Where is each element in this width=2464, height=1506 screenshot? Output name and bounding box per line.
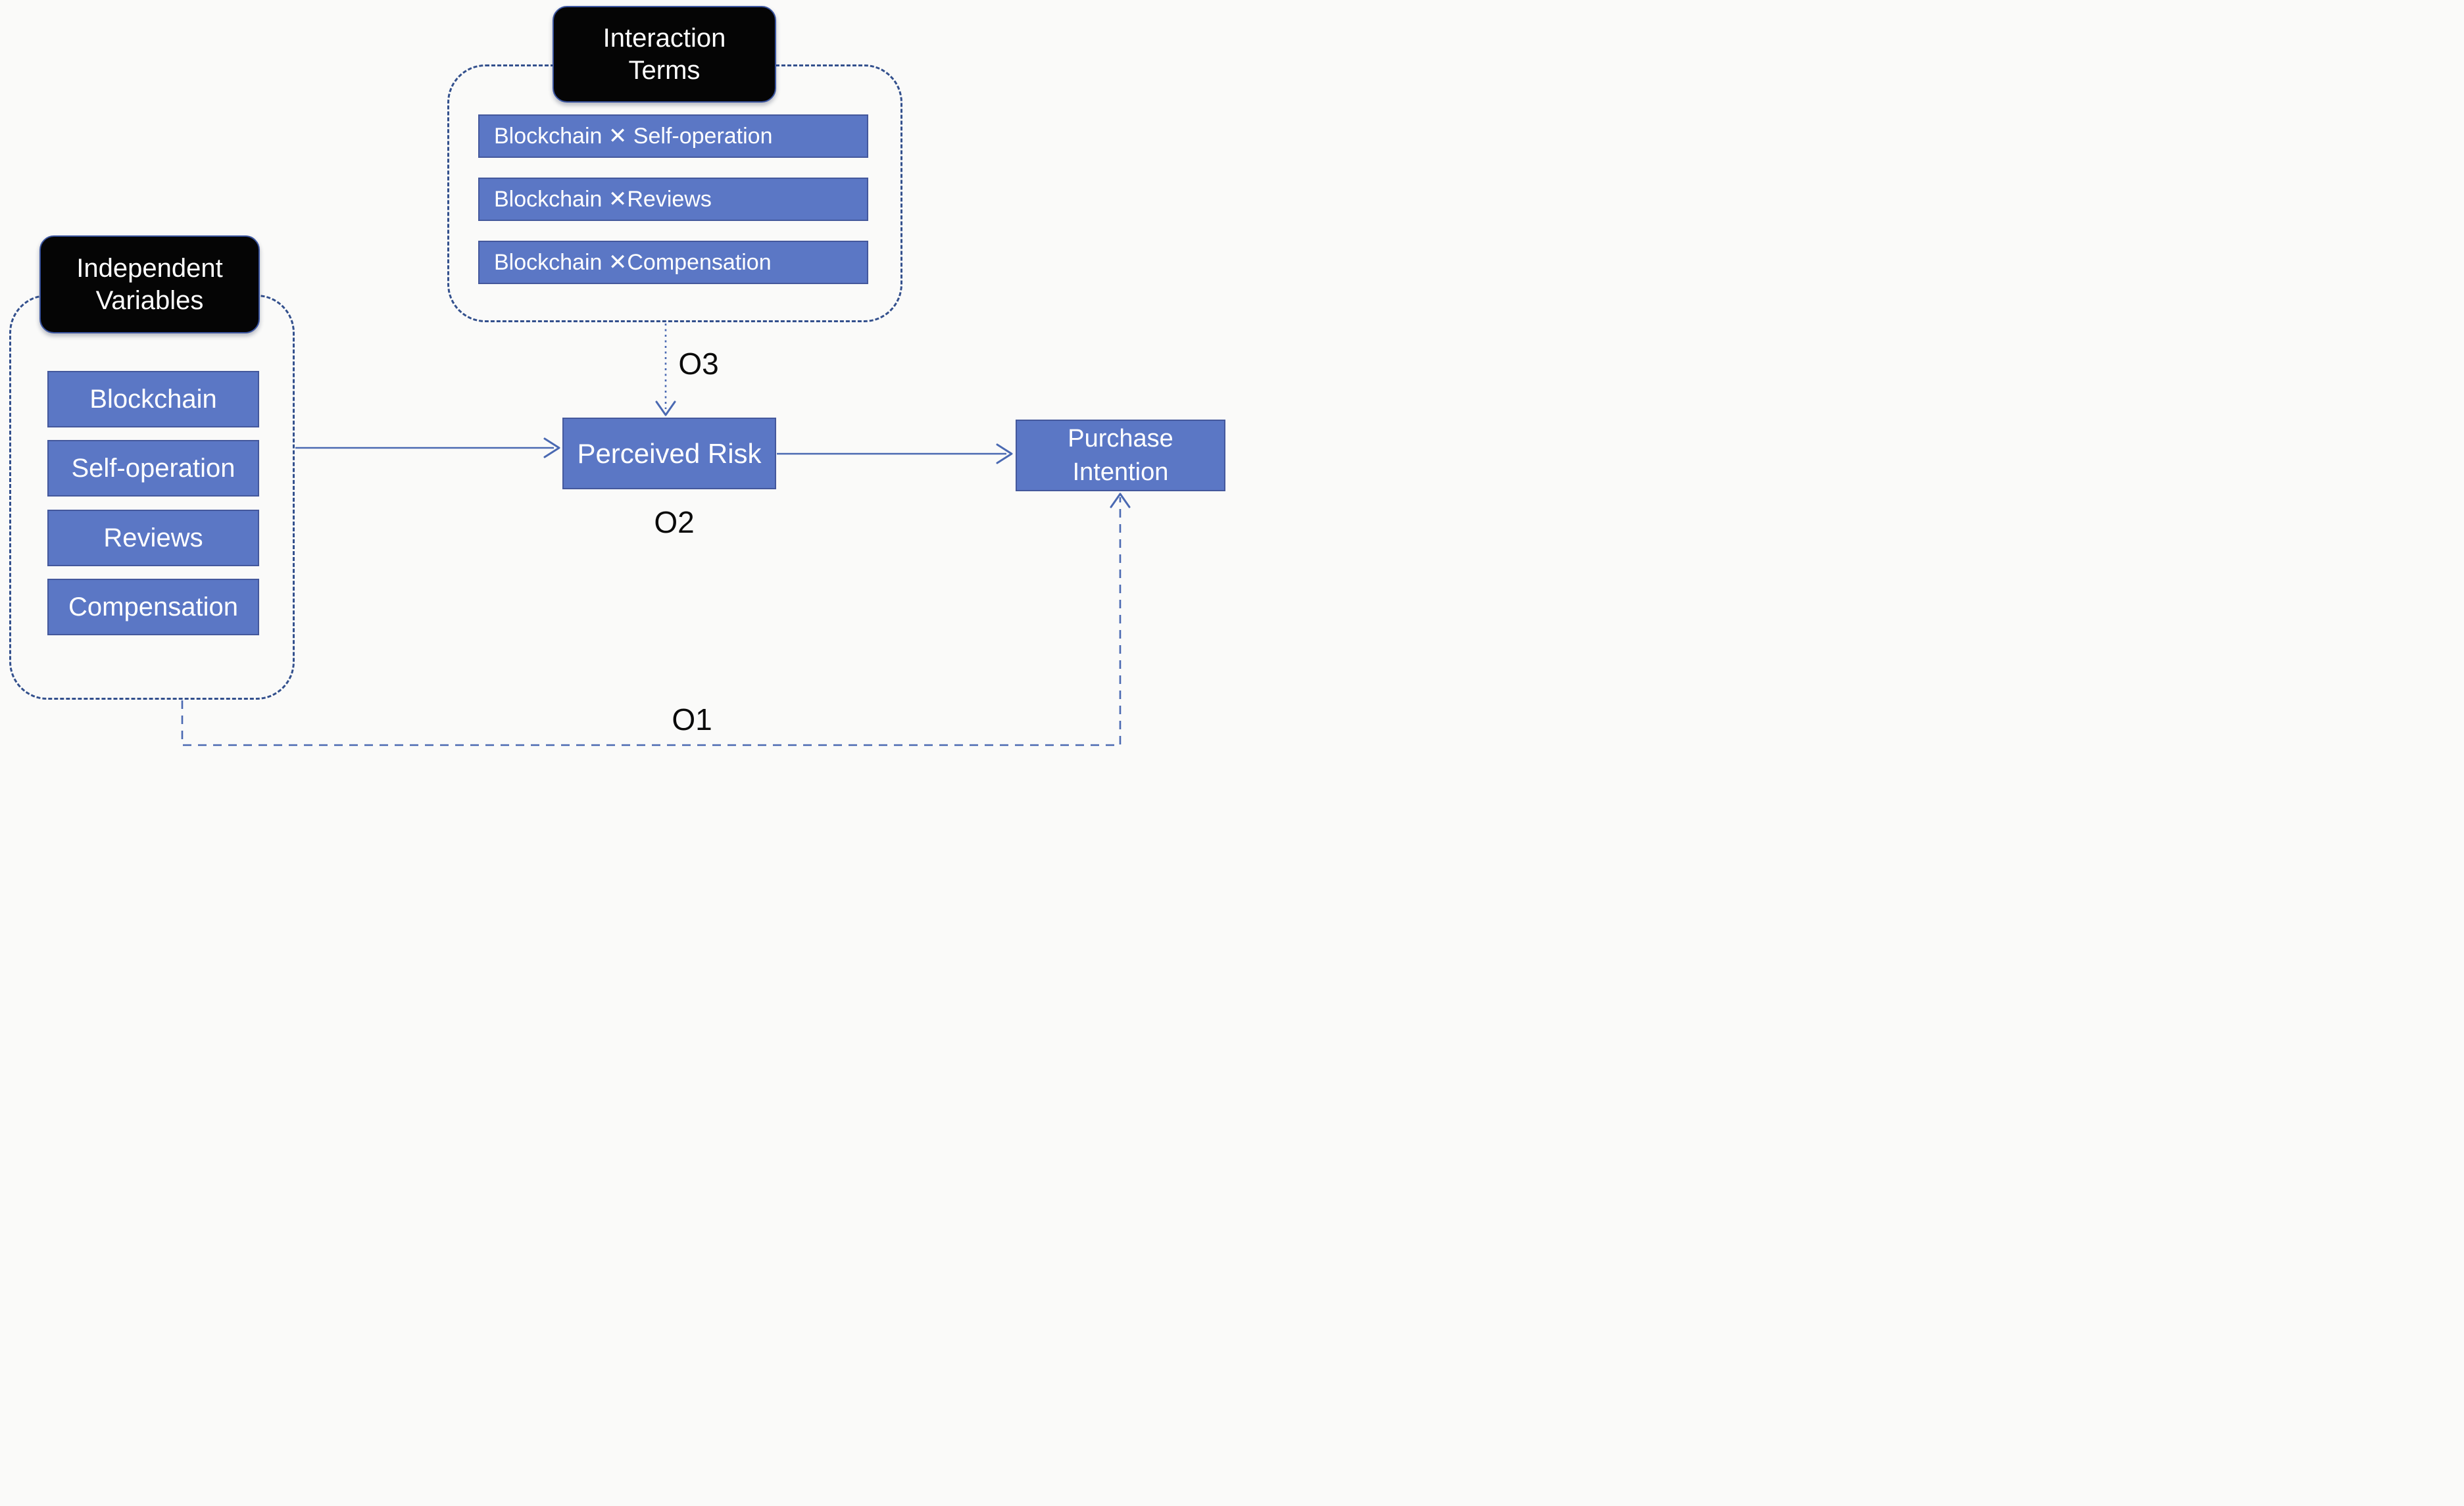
node-self-operation: Self-operation <box>47 440 259 497</box>
node-blockchain-x-compensation: Blockchain ✕Compensation <box>478 241 868 284</box>
independent-variables-title: Independent Variables <box>39 235 260 333</box>
arrow-perceived-risk-to-purchase-intention <box>777 443 1013 464</box>
edge-label-o3: O3 <box>678 347 719 381</box>
arrowhead-right-icon <box>996 443 1013 464</box>
independent-variables-container <box>9 295 295 700</box>
arrowhead-up-icon <box>1110 493 1131 508</box>
node-label: Blockchain ✕ Self-operation <box>494 124 773 149</box>
node-reviews: Reviews <box>47 510 259 566</box>
node-blockchain: Blockchain <box>47 371 259 427</box>
title-line: Variables <box>95 285 204 315</box>
node-compensation: Compensation <box>47 579 259 635</box>
node-label: Intention <box>1072 458 1169 486</box>
interaction-terms-title: Interaction Terms <box>553 6 776 103</box>
edge-label-o1: O1 <box>672 702 712 737</box>
node-perceived-risk: Perceived Risk <box>562 418 776 489</box>
node-label: Self-operation <box>71 453 235 483</box>
node-label: Compensation <box>68 592 238 621</box>
node-blockchain-x-reviews: Blockchain ✕Reviews <box>478 178 868 221</box>
diagram-canvas: { "diagram": { "groups": { "independent_… <box>0 0 1232 753</box>
node-label: Reviews <box>103 523 203 552</box>
node-label: Perceived Risk <box>577 437 762 469</box>
node-blockchain-x-self-operation: Blockchain ✕ Self-operation <box>478 114 868 158</box>
arrow-iv-to-perceived-risk <box>295 437 560 458</box>
node-purchase-intention: Purchase Intention <box>1016 420 1225 491</box>
title-line: Independent <box>76 253 223 283</box>
arrowhead-down-icon <box>655 401 676 416</box>
title-line: Interaction <box>603 23 726 53</box>
node-label: Blockchain <box>89 384 217 414</box>
arrowhead-right-icon <box>543 437 560 458</box>
title-line: Terms <box>628 55 701 85</box>
node-label: Blockchain ✕Reviews <box>494 187 712 212</box>
arrow-interaction-terms-to-perceived-risk <box>655 324 676 416</box>
node-label: Blockchain ✕Compensation <box>494 250 772 275</box>
node-label: Purchase <box>1068 425 1173 453</box>
edge-label-o2: O2 <box>654 505 695 539</box>
